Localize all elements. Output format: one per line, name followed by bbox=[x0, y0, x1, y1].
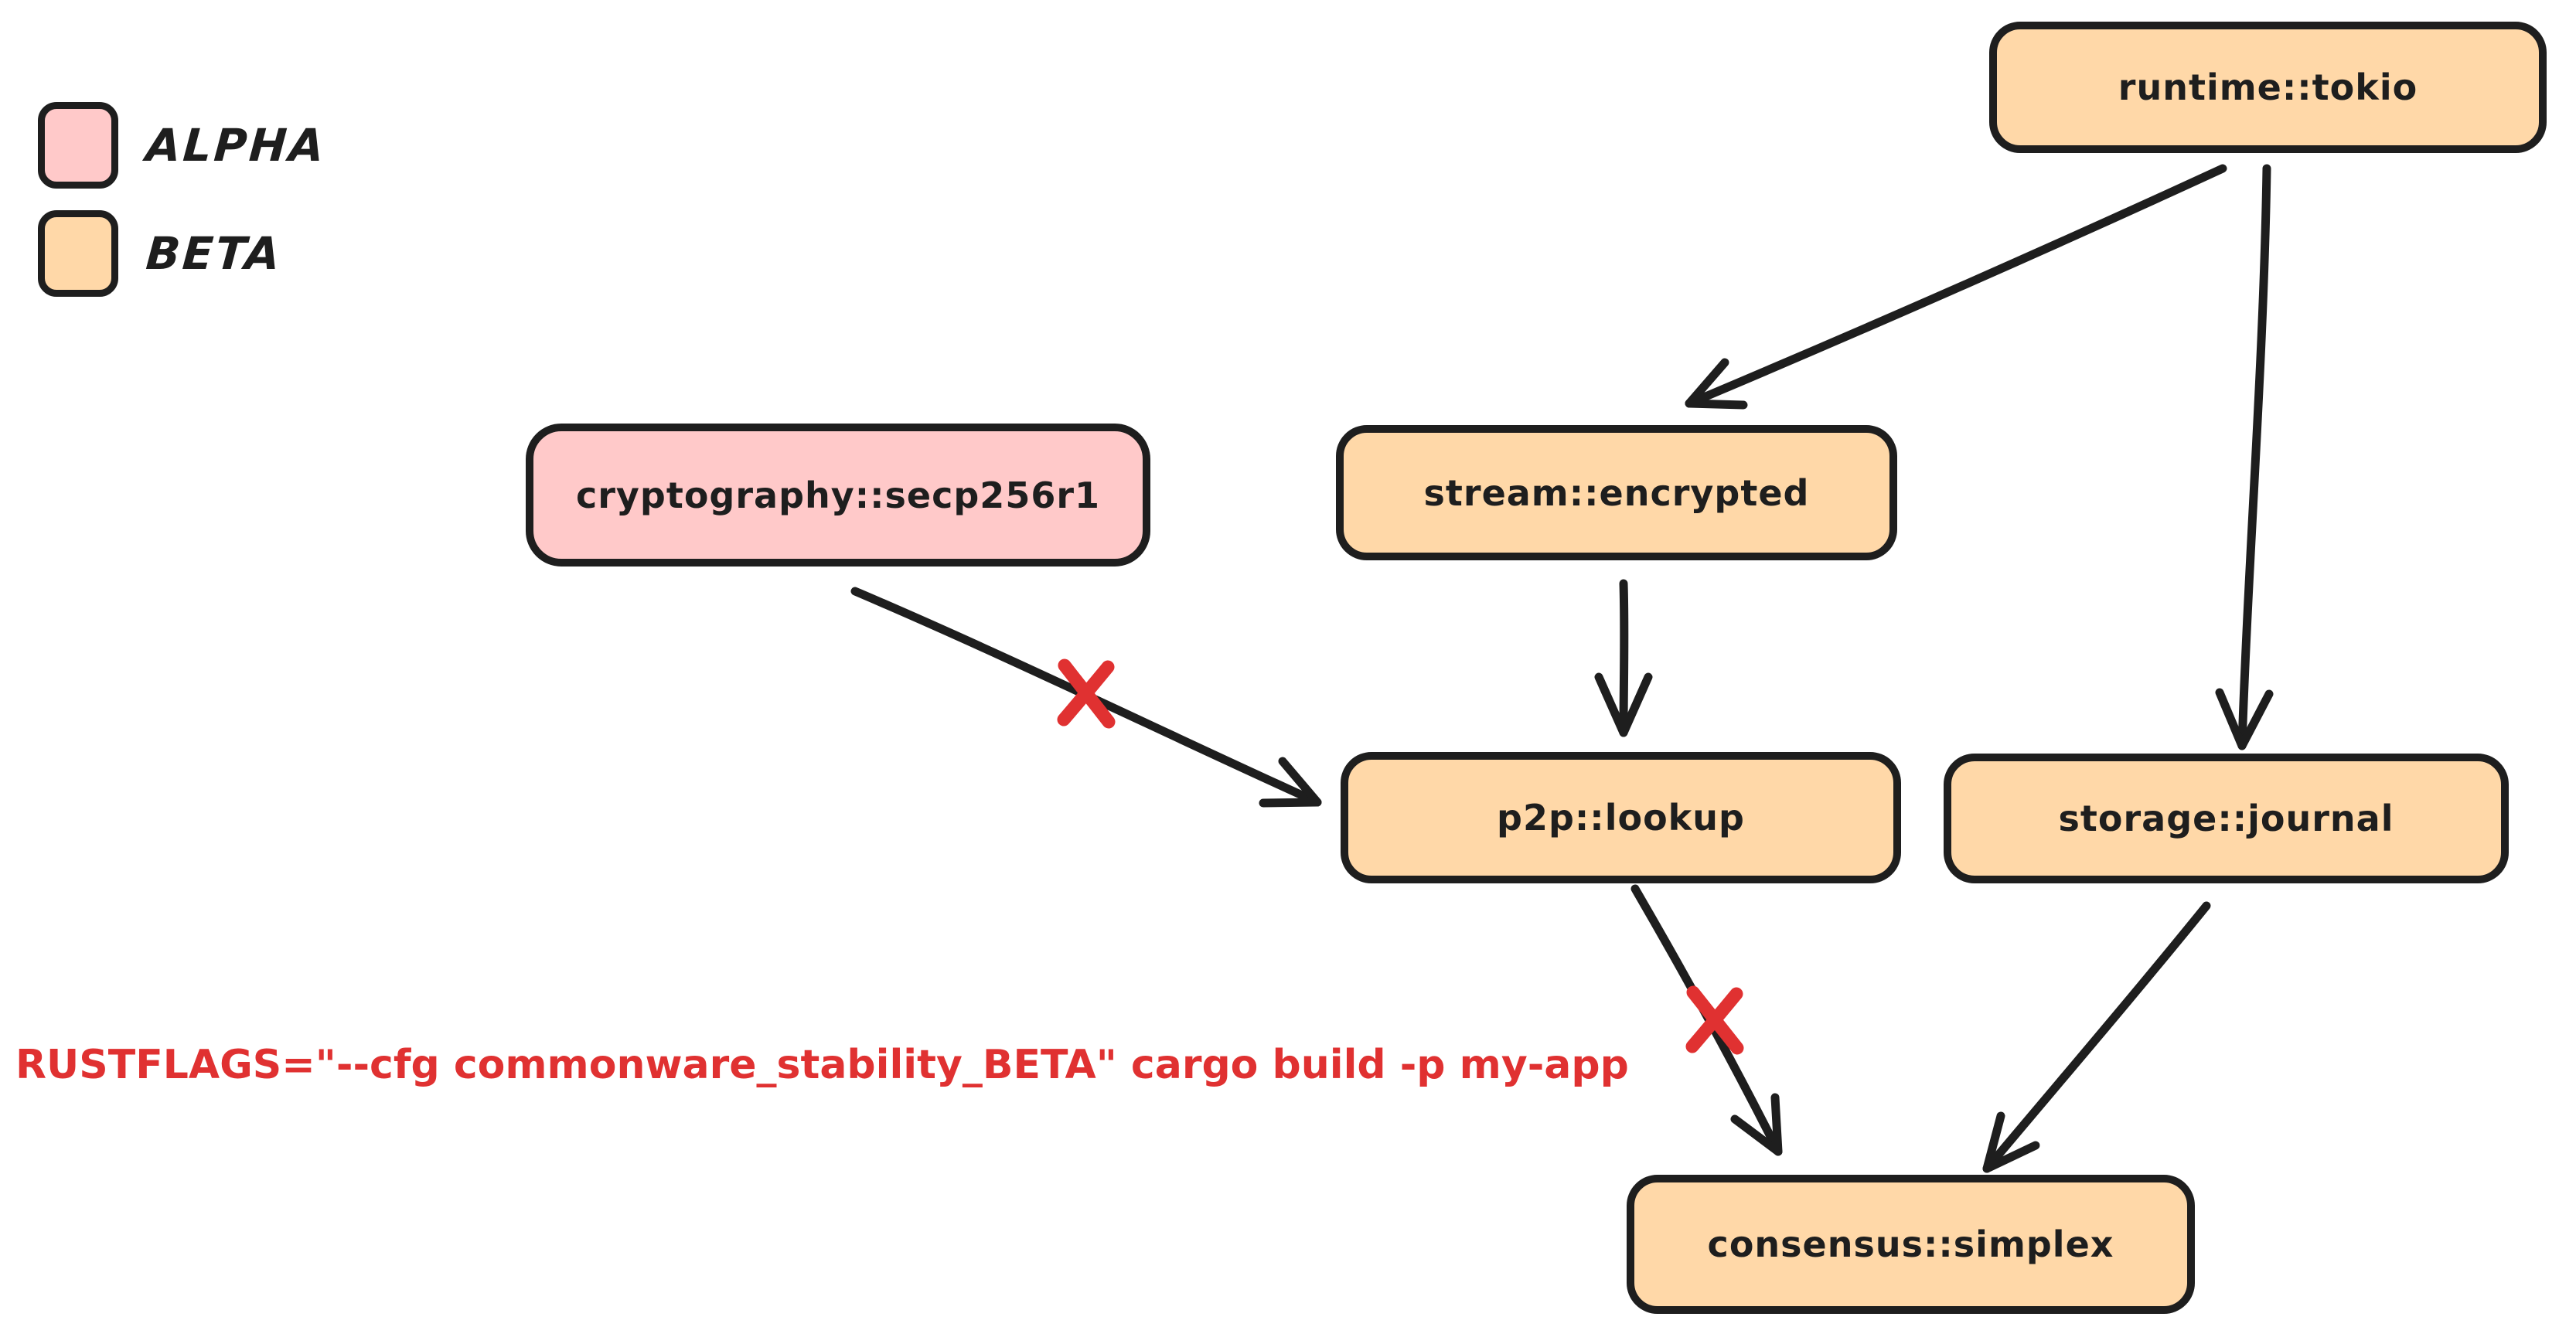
arrowhead-icon bbox=[1730, 1093, 1783, 1156]
x-stroke bbox=[1685, 987, 1743, 1053]
legend-label-beta: BETA bbox=[144, 227, 285, 280]
legend-item-alpha: ALPHA bbox=[38, 102, 329, 189]
node-label: runtime::tokio bbox=[2118, 66, 2418, 108]
edge-runtime-tokio-to-stream-encrypted bbox=[1685, 164, 2227, 410]
arrowhead-icon bbox=[1982, 1111, 2040, 1173]
edge-line bbox=[1685, 164, 2227, 408]
node-consensus-simplex: consensus::simplex bbox=[1627, 1175, 2195, 1314]
node-cryptography-secp256r1: cryptography::secp256r1 bbox=[526, 424, 1150, 567]
node-runtime-tokio: runtime::tokio bbox=[1989, 22, 2547, 153]
node-label: p2p::lookup bbox=[1497, 797, 1745, 839]
node-stream-encrypted: stream::encrypted bbox=[1336, 425, 1897, 560]
arrowhead-icon bbox=[2215, 688, 2274, 750]
blocked-x-icon bbox=[1685, 985, 1744, 1055]
edge-line bbox=[2237, 164, 2271, 750]
blocked-x-icon bbox=[1057, 658, 1116, 729]
x-stroke bbox=[1057, 660, 1115, 726]
alpha-swatch bbox=[38, 102, 118, 189]
edge-runtime-tokio-to-storage-journal bbox=[2215, 164, 2274, 750]
beta-swatch bbox=[38, 210, 118, 297]
build-command-text: RUSTFLAGS="--cfg commonware_stability_BE… bbox=[15, 1042, 1629, 1088]
node-label: cryptography::secp256r1 bbox=[575, 474, 1101, 516]
arrowhead-icon bbox=[1259, 757, 1322, 808]
legend-label-alpha: ALPHA bbox=[144, 119, 329, 172]
node-storage-journal: storage::journal bbox=[1944, 754, 2509, 883]
arrowhead-icon bbox=[1685, 358, 1748, 410]
legend: ALPHA BETA bbox=[38, 102, 329, 318]
edge-stream-encrypted-to-p2p-lookup bbox=[1594, 579, 1653, 737]
node-label: storage::journal bbox=[2058, 798, 2394, 839]
edge-line bbox=[1982, 901, 2211, 1173]
legend-item-beta: BETA bbox=[38, 210, 326, 297]
node-p2p-lookup: p2p::lookup bbox=[1341, 752, 1901, 883]
node-label: consensus::simplex bbox=[1707, 1223, 2114, 1265]
node-label: stream::encrypted bbox=[1423, 471, 1810, 514]
edge-storage-journal-to-consensus-simplex bbox=[1982, 901, 2211, 1173]
arrowhead-icon bbox=[1594, 672, 1653, 737]
